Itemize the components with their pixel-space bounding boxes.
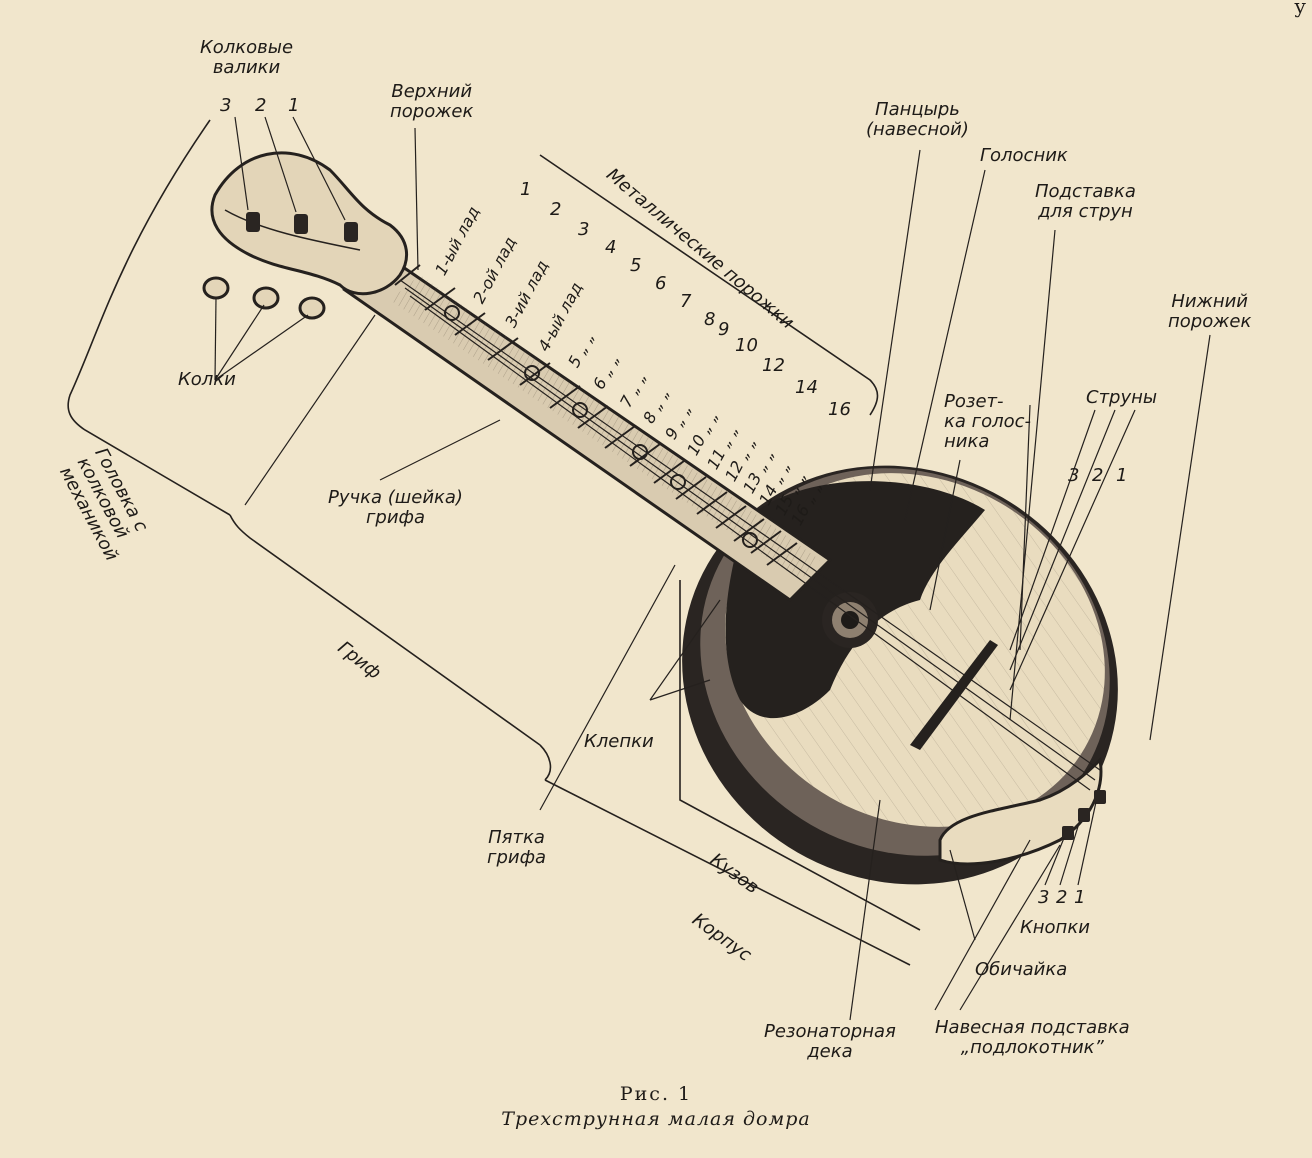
label-rozetka: Розет- ка голос- ника — [944, 391, 1032, 452]
peg-rollers — [246, 212, 358, 242]
label-ruchka: Ручка (шейка) грифа — [328, 487, 463, 528]
label-navesnaya: Навесная подставка „подлокотник” — [935, 1017, 1130, 1058]
fret-number-14: 14 — [795, 377, 818, 398]
button-number-2: 2 — [1056, 887, 1068, 908]
button-number-1: 1 — [1074, 887, 1086, 908]
strings — [399, 279, 1101, 791]
braces — [67, 119, 921, 966]
figure-title: Трехструнная малая домра — [501, 1108, 811, 1130]
label-struny: Струны — [1086, 387, 1158, 408]
end-buttons — [1062, 790, 1106, 840]
fret-number-6: 6 — [655, 273, 667, 294]
label-nizhny-porozhek: Нижний порожек — [1168, 291, 1252, 332]
corner-mark: у — [1294, 0, 1306, 18]
fret-number-3: 3 — [578, 219, 590, 240]
bridge — [910, 640, 998, 750]
fret-number-9: 9 — [718, 319, 730, 340]
fret-number-7: 7 — [680, 291, 692, 312]
fret-number-10: 10 — [735, 335, 758, 356]
fret-number-1: 1 — [520, 179, 532, 200]
armrest — [938, 756, 1103, 866]
string-number-2: 2 — [1092, 465, 1104, 486]
leader-lines — [214, 116, 1211, 1021]
label-kolki: Колки — [178, 369, 236, 390]
string-number-3: 3 — [1068, 465, 1080, 486]
label-klepki: Клепки — [584, 731, 654, 752]
button-number-3: 3 — [1038, 887, 1050, 908]
label-obichaika: Обичайка — [975, 959, 1068, 980]
fret-number-12: 12 — [762, 355, 785, 376]
peg-number-1: 1 — [288, 95, 300, 116]
fret-number-16: 16 — [828, 399, 851, 420]
label-verkhny-porozhek: Верхний порожек — [390, 81, 474, 122]
peg-number-2: 2 — [255, 95, 267, 116]
label-pantsyr: Панцырь (навесной) — [866, 99, 969, 140]
fret-number-5: 5 — [630, 255, 642, 276]
label-rezonatornaya: Резонаторная дека — [764, 1021, 896, 1062]
label-golosnik: Голосник — [980, 145, 1068, 166]
head — [210, 151, 409, 296]
tuning-pegs — [202, 276, 326, 320]
peg-number-3: 3 — [220, 95, 232, 116]
label-knopki: Кнопки — [1020, 917, 1090, 938]
fret-number-8: 8 — [704, 309, 716, 330]
label-podstavka: Подставка для струн — [1035, 181, 1136, 222]
fret-number-2: 2 — [550, 199, 562, 220]
label-kolkovye-valiki: Колковые валики — [200, 37, 294, 78]
fret-number-4: 4 — [605, 237, 617, 258]
figure-number: Рис. 1 — [619, 1083, 693, 1105]
label-pyatka: Пятка грифа — [487, 827, 547, 868]
string-number-1: 1 — [1116, 465, 1128, 486]
